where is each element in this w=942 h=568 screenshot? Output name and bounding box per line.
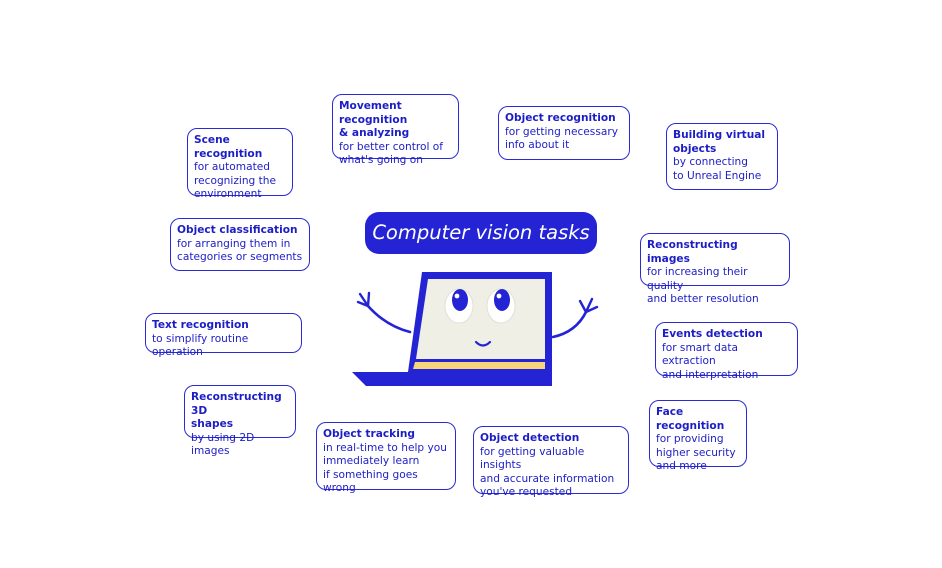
- right-arm: [551, 310, 588, 339]
- task-description: by using 2D images: [191, 431, 255, 458]
- task-title: Building virtual objects: [673, 129, 766, 155]
- task-title: Object detection: [480, 432, 580, 444]
- task-box-object-recognition: Object recognition for getting necessary…: [498, 106, 630, 160]
- task-description: for providing higher security and more: [656, 433, 736, 473]
- laptop-screen: [416, 279, 545, 359]
- task-description: for increasing their quality and better …: [647, 266, 759, 306]
- task-description: for better control of what's going on: [339, 140, 444, 167]
- task-description: in real-time to help you immediately lea…: [323, 441, 447, 495]
- task-title: Object classification: [177, 224, 298, 236]
- task-description: to simplify routine operation: [152, 332, 249, 359]
- keyboard-band: [413, 362, 545, 369]
- task-description: for getting valuable insights and accura…: [480, 445, 615, 499]
- task-title: Events detection: [662, 328, 763, 340]
- task-title: Movement recognition & analyzing: [339, 100, 410, 140]
- task-box-reconstructing-images: Reconstructing images for increasing the…: [640, 233, 790, 305]
- smile: [474, 340, 492, 347]
- task-box-reconstructing-3d-shapes: Reconstructing 3D shapes by using 2D ima…: [184, 385, 296, 457]
- laptop-base: [352, 372, 552, 386]
- task-description: by connecting to Unreal Engine: [673, 156, 762, 182]
- task-description: for smart data extraction and interpreta…: [662, 341, 759, 381]
- task-box-object-classification: Object classification for arranging them…: [170, 218, 310, 271]
- task-description: for automated recognizing the environmen…: [194, 161, 277, 201]
- task-box-object-tracking: Object tracking in real-time to help you…: [316, 422, 456, 494]
- task-description: for getting necessary info about it: [505, 125, 618, 152]
- task-title: Object recognition: [505, 112, 616, 124]
- task-title: Text recognition: [152, 319, 249, 331]
- diagram-title: Computer vision tasks: [365, 212, 597, 254]
- left-arm: [366, 304, 412, 334]
- task-title: Reconstructing 3D shapes: [191, 391, 282, 431]
- task-box-object-detection: Object detection for getting valuable in…: [473, 426, 629, 498]
- task-box-text-recognition: Text recognition to simplify routine ope…: [145, 313, 302, 358]
- right-pupil: [494, 289, 510, 311]
- left-pupil: [452, 289, 468, 311]
- task-box-scene-recognition: Scene recognition for automated recogniz…: [187, 128, 293, 200]
- task-box-face-recognition: Face recognition for providing higher se…: [649, 400, 747, 472]
- task-description: for arranging them in categories or segm…: [177, 237, 303, 264]
- task-title: Object tracking: [323, 428, 415, 440]
- task-title: Face recognition: [656, 406, 725, 432]
- task-box-movement-recognition: Movement recognition & analyzing for bet…: [332, 94, 459, 166]
- task-box-building-virtual-objects: Building virtual objects by connecting t…: [666, 123, 778, 190]
- task-title: Reconstructing images: [647, 239, 738, 265]
- laptop-mascot-illustration: [352, 272, 599, 386]
- task-box-events-detection: Events detection for smart data extracti…: [655, 322, 798, 381]
- task-title: Scene recognition: [194, 134, 263, 160]
